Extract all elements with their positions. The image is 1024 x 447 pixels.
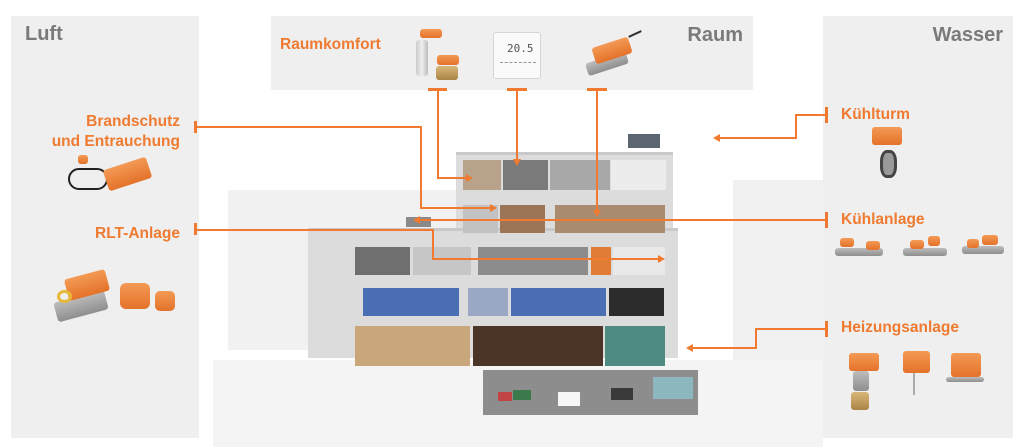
luft-panel: Luft (11, 16, 199, 438)
thermostat-display: 20.5 (507, 42, 534, 55)
raumkomfort-label: Raumkomfort (280, 36, 381, 53)
brandschutz-label: Brandschutz und Entrauchung (51, 113, 180, 150)
rlt-anlage-label: RLT-Anlage (95, 225, 180, 242)
raum-title: Raum (687, 24, 743, 46)
building-cutaway-illustration (213, 130, 823, 447)
luft-title: Luft (25, 23, 63, 45)
wasser-title: Wasser (932, 24, 1003, 46)
kuehlturm-label: Kühlturm (841, 106, 910, 123)
room-thermostat-icon: 20.5 (493, 32, 541, 79)
kuehlanlage-label: Kühlanlage (841, 211, 925, 228)
heizungsanlage-label: Heizungsanlage (841, 319, 959, 336)
